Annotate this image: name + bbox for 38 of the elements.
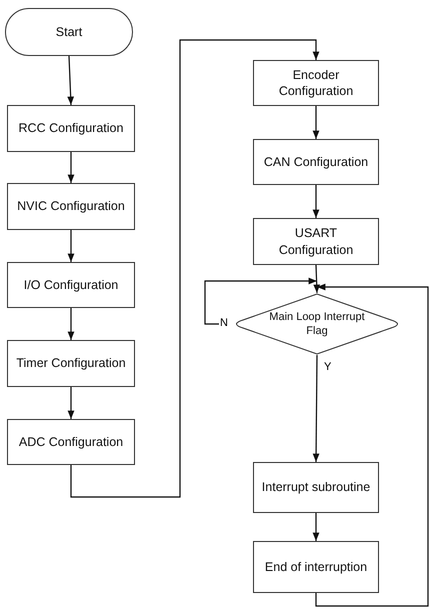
node-label: Interrupt subroutine: [260, 479, 372, 496]
process-box: [7, 340, 135, 387]
arrow: [204, 278, 317, 325]
node-label: Start: [54, 24, 84, 40]
process-box: [253, 218, 379, 265]
node-label: End of interruption: [264, 558, 368, 576]
process-box: [253, 462, 379, 513]
arrow: [312, 185, 320, 218]
arrow: [68, 387, 74, 419]
edge-label: Y: [323, 362, 332, 373]
node-label: NVIC Configuration: [16, 198, 126, 215]
terminal-shape: [5, 8, 133, 56]
node-label: I/O Configuration: [22, 276, 120, 294]
arrow: [312, 106, 320, 139]
process-box: [253, 541, 379, 593]
node-label: USART Configuration: [278, 225, 354, 258]
process-box: [253, 139, 379, 185]
edge-label: N: [219, 318, 229, 329]
node-label: Main Loop Interrupt Flag: [268, 310, 366, 338]
node-label: ADC Configuration: [18, 434, 124, 450]
node-label: Encoder Configuration: [278, 66, 354, 100]
process-box: [7, 105, 135, 152]
arrow: [68, 308, 74, 340]
process-box: [253, 60, 379, 106]
arrow: [68, 230, 74, 262]
process-box: [7, 262, 135, 308]
arrow: [68, 152, 74, 183]
arrow: [70, 39, 320, 498]
node-label: Timer Configuration: [15, 355, 127, 372]
arrow: [312, 355, 320, 462]
arrow: [315, 284, 429, 607]
node-label: CAN Configuration: [262, 154, 370, 170]
node-label: RCC Configuration: [18, 120, 124, 137]
arrow: [313, 264, 320, 294]
arrow: [312, 513, 320, 541]
process-box: [7, 183, 135, 230]
process-box: [7, 419, 135, 465]
arrow: [67, 56, 74, 106]
